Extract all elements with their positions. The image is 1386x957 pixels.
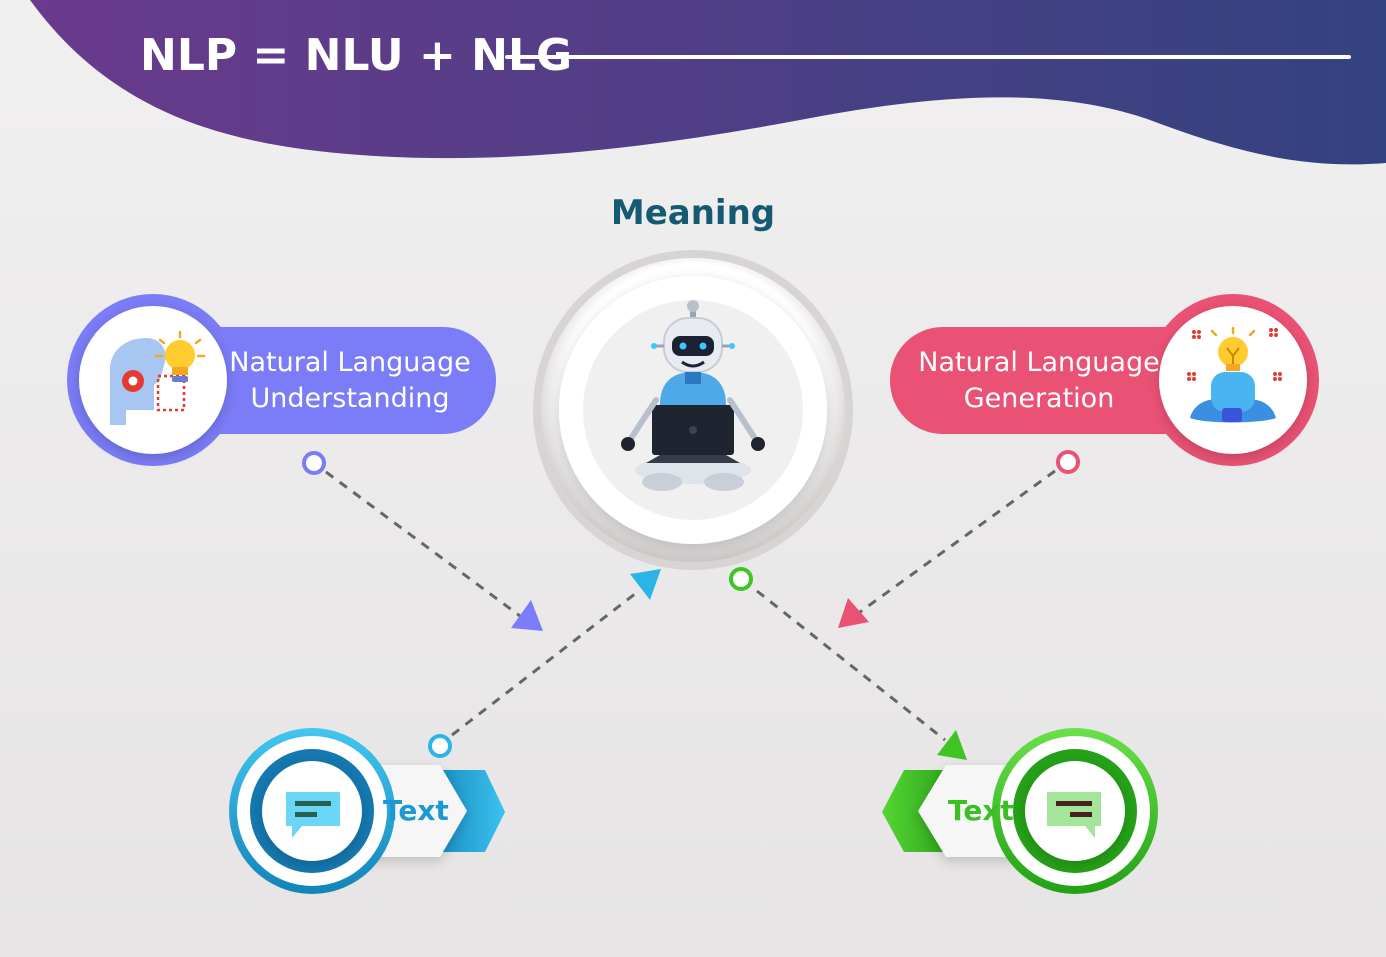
text-output-node [882,728,1158,894]
page-title: NLP = NLU + NLG [140,30,573,81]
meditating-person-lightbulb-icon [1187,326,1282,423]
chat-bubble-icon [286,792,340,838]
robot-with-laptop-icon [621,300,765,491]
arrowhead-nlu [511,600,543,631]
text-output-label: Text [948,794,1014,827]
nlu-label: Natural Language Understanding [222,345,478,417]
connector-lines [325,469,1056,742]
nlu-connector-dot [302,451,326,475]
meaning-label: Meaning [610,193,776,233]
nlg-label: Natural Language Generation [908,345,1170,417]
arrowhead-text-out [937,730,967,760]
nlg-node [890,294,1319,466]
nlu-label-line2: Understanding [250,383,450,414]
arrowhead-nlg [838,598,869,628]
nlg-label-line1: Natural Language [918,347,1160,378]
nlu-label-line1: Natural Language [229,347,471,378]
chat-bubble-icon [1047,792,1101,838]
meaning-node [533,250,853,570]
header-wave [30,0,1386,165]
head-with-lightbulb-icon [110,330,206,425]
text-input-label: Text [383,794,449,827]
text-input-node [229,728,505,894]
nlu-node [67,294,496,466]
nlg-label-line2: Generation [963,383,1115,414]
meaning-connector-dot [729,567,753,591]
text-in-connector-dot [428,734,452,758]
nlg-connector-dot [1056,450,1080,474]
arrowhead-text-in [630,569,661,600]
title-divider [505,55,1351,59]
